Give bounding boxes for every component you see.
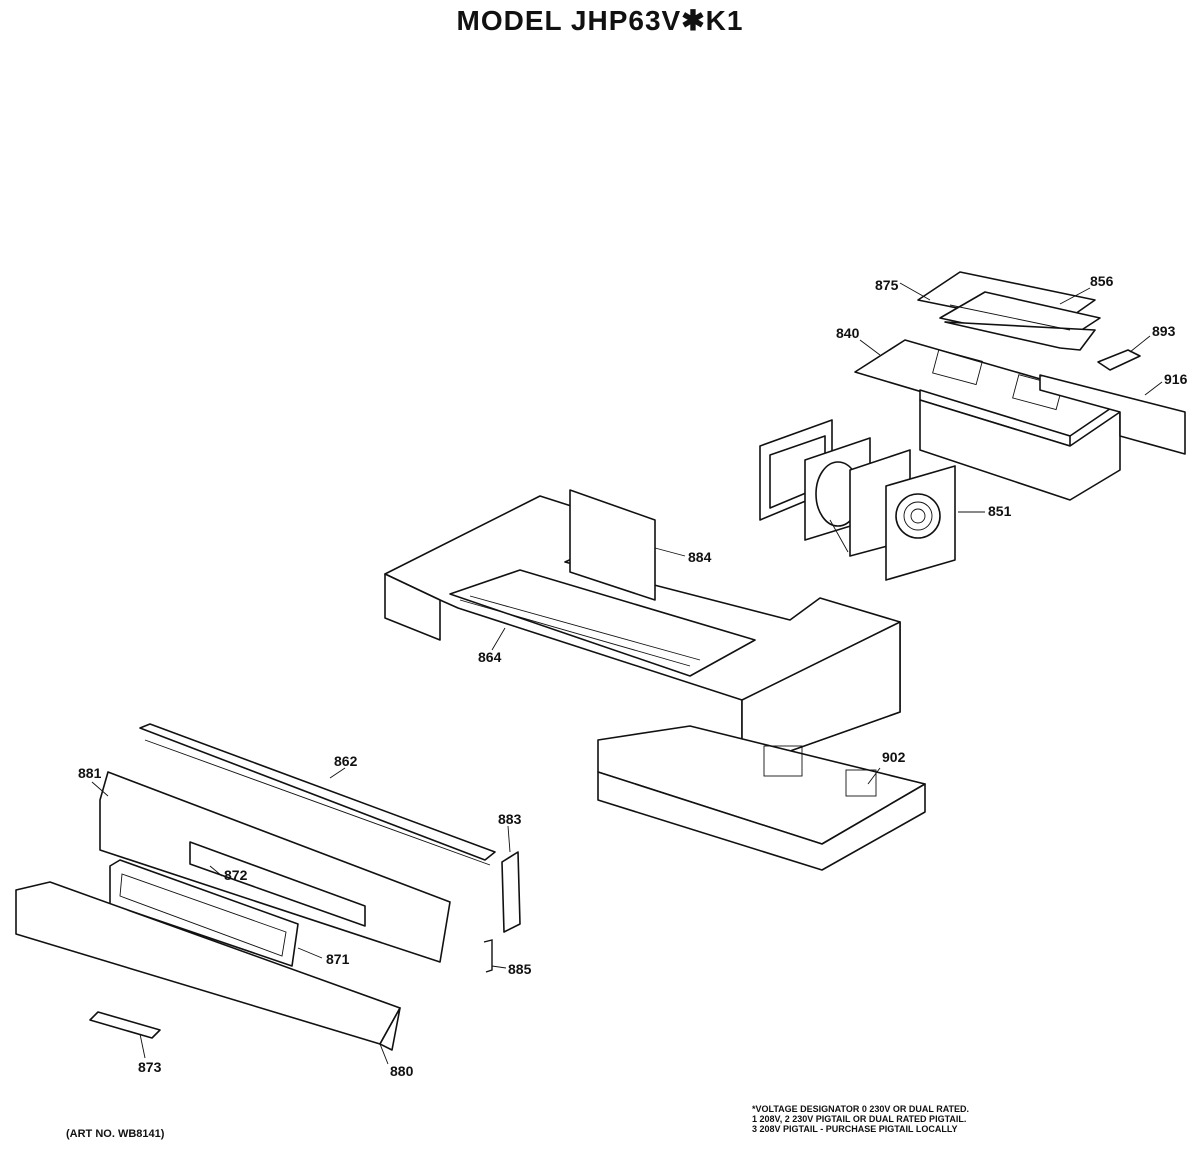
art-number: (ART NO. WB8141) <box>66 1128 165 1140</box>
label-880: 880 <box>390 1063 414 1079</box>
part-860-front <box>15 881 401 1051</box>
label-885: 885 <box>508 961 532 977</box>
label-871: 871 <box>326 951 350 967</box>
voltage-note: *VOLTAGE DESIGNATOR 0 230V OR DUAL RATED… <box>752 1104 969 1134</box>
label-881: 881 <box>78 765 102 781</box>
part-856-cover <box>917 271 1101 351</box>
voltage-note-line-2: 1 208V, 2 230V PIGTAIL OR DUAL RATED PIG… <box>752 1114 967 1124</box>
part-840-plate <box>854 339 1121 501</box>
part-862-rail <box>139 723 496 866</box>
label-916: 916 <box>1164 371 1188 387</box>
part-881-panel <box>99 771 451 963</box>
part-884-housing <box>384 489 901 769</box>
part-916-strip <box>1039 374 1186 455</box>
part-873-handle <box>89 1011 161 1039</box>
diagram-title: MODEL JHP63V✱K1 <box>456 5 744 36</box>
leader-lines <box>91 282 1163 1065</box>
label-864: 864 <box>478 649 502 665</box>
part-851-blower <box>759 419 956 581</box>
part-871-window <box>109 859 299 967</box>
label-875: 875 <box>875 277 899 293</box>
label-862: 862 <box>334 753 358 769</box>
label-884: 884 <box>688 549 712 565</box>
label-840: 840 <box>836 325 860 341</box>
label-872: 872 <box>224 867 248 883</box>
voltage-note-line-1: *VOLTAGE DESIGNATOR 0 230V OR DUAL RATED… <box>752 1104 970 1114</box>
label-883: 883 <box>498 811 522 827</box>
part-885-clip <box>483 939 493 973</box>
part-883-bracket <box>501 851 521 933</box>
label-856: 856 <box>1090 273 1114 289</box>
label-851: 851 <box>988 503 1012 519</box>
label-873: 873 <box>138 1059 162 1075</box>
part-902-tray <box>597 725 926 871</box>
label-902: 902 <box>882 749 906 765</box>
part-893-small-bracket <box>1097 349 1141 371</box>
voltage-note-line-3: 3 208V PIGTAIL - PURCHASE PIGTAIL LOCALL… <box>752 1124 958 1134</box>
label-893: 893 <box>1152 323 1176 339</box>
